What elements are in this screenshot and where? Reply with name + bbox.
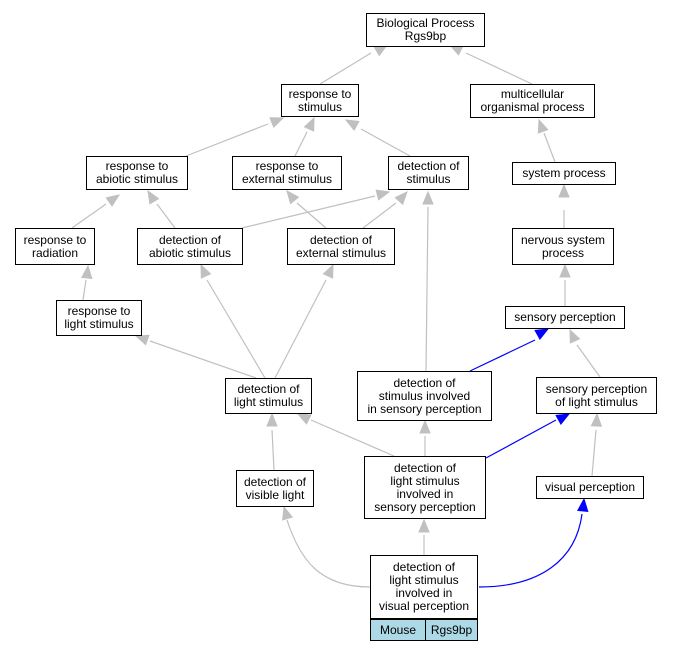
- edge-det-external-resp-external-arrowhead: [286, 189, 300, 205]
- edge-det-visual-visual-perception: [478, 497, 589, 588]
- edge-det-abiotic-resp-abiotic-arrowhead: [147, 189, 160, 205]
- edge-visual-sens-light-arrowhead: [590, 412, 603, 427]
- edge-detection-stimulus-response: [344, 119, 411, 157]
- node-sensory-perception-of-light-stimulus: sensory perception of light stimulus: [536, 377, 657, 414]
- node-detection-light-visual-perception: detection of light stimulus involved in …: [370, 555, 478, 619]
- edge-det-light-det-abiotic-arrowhead: [200, 263, 212, 279]
- edge-det-light-sensory-sens-light-arrowhead: [555, 413, 571, 426]
- edge-det-stim-sensory-sensory-arrowhead: [534, 328, 550, 341]
- edge-det-visual-visual-perception-arrowhead: [577, 497, 589, 513]
- edge-det-stim-sensory-det-stimulus: [422, 190, 434, 372]
- edge-det-visual-visible-light: [282, 505, 371, 588]
- edge-det-light-resp-light: [134, 334, 257, 379]
- node-sensory-perception: sensory perception: [505, 306, 625, 329]
- legend-species: Mouse: [370, 619, 426, 641]
- edge-det-light-det-abiotic: [200, 263, 266, 379]
- edge-det-abiotic-det-stimulus-arrowhead: [375, 189, 391, 201]
- edge-det-external-det-stimulus: [362, 191, 408, 229]
- edge-light-radiation-arrowhead: [81, 264, 93, 280]
- edge-det-visual-visible-light-arrowhead: [282, 505, 294, 521]
- node-detection-of-external-stimulus: detection of external stimulus: [287, 228, 395, 265]
- node-detection-of-stimulus-sensory-perception: detection of stimulus involved in sensor…: [357, 371, 492, 421]
- edge-det-light-sensory-det-light: [296, 413, 395, 457]
- edge-det-light-sensory-det-stim-arrowhead: [419, 419, 431, 434]
- node-response-to-light-stimulus: response to light stimulus: [56, 300, 142, 336]
- node-biological-process: Biological Process Rgs9bp: [366, 13, 485, 47]
- edge-sensory-nervous: [559, 263, 571, 306]
- edge-external-response: [294, 116, 315, 157]
- edge-nervous-system: [558, 183, 570, 228]
- edge-det-stim-sensory-sensory: [469, 328, 550, 372]
- edge-det-external-det-stimulus-arrowhead: [394, 191, 408, 206]
- edge-sens-light-sensory-arrowhead: [569, 328, 581, 344]
- node-detection-of-stimulus: detection of stimulus: [388, 156, 469, 190]
- node-response-to-stimulus: response to stimulus: [281, 84, 359, 117]
- node-detection-of-abiotic-stimulus: detection of abiotic stimulus: [137, 228, 243, 265]
- edge-sensory-nervous-arrowhead: [559, 263, 571, 278]
- node-detection-light-sensory-perception: detection of light stimulus involved in …: [364, 456, 486, 519]
- edge-det-visual-det-sensory: [418, 518, 430, 555]
- edge-det-light-det-external: [274, 263, 334, 379]
- edge-abiotic-response-arrowhead: [269, 117, 285, 128]
- edge-visible-light-det-light: [266, 412, 278, 471]
- node-response-to-abiotic-stimulus: response to abiotic stimulus: [86, 156, 188, 190]
- edge-light-radiation: [81, 264, 93, 301]
- edge-multicellular-bp: [448, 44, 533, 85]
- node-response-to-radiation: response to radiation: [15, 228, 95, 265]
- node-multicellular-organismal-process: multicellular organismal process: [470, 84, 595, 118]
- node-response-to-external-stimulus: response to external stimulus: [232, 156, 342, 190]
- edge-system-multicellular-arrowhead: [537, 118, 549, 134]
- edge-det-abiotic-det-stimulus: [241, 189, 391, 229]
- edge-visible-light-det-light-arrowhead: [266, 412, 278, 427]
- edge-response-to-stimulus-bp: [319, 44, 389, 85]
- node-nervous-system-process: nervous system process: [512, 228, 614, 265]
- edge-sens-light-sensory: [569, 328, 601, 378]
- edge-det-light-resp-light-arrowhead: [134, 334, 150, 346]
- edge-abiotic-response: [185, 117, 285, 157]
- edge-radiation-abiotic-arrowhead: [105, 194, 121, 207]
- edge-det-visual-det-sensory-arrowhead: [418, 518, 430, 533]
- edge-det-external-resp-external: [286, 189, 327, 229]
- edge-det-light-sensory-det-light-arrowhead: [296, 413, 312, 425]
- edge-det-light-sensory-det-stim: [419, 419, 431, 456]
- edge-system-multicellular: [537, 118, 556, 163]
- edge-nervous-system-arrowhead: [558, 183, 570, 198]
- edge-radiation-abiotic: [71, 194, 121, 229]
- edge-det-abiotic-resp-abiotic: [147, 189, 176, 229]
- node-system-process: system process: [512, 162, 616, 185]
- edge-det-stim-sensory-det-stimulus-arrowhead: [422, 190, 434, 205]
- legend-gene: Rgs9bp: [425, 619, 478, 641]
- node-detection-of-visible-light: detection of visible light: [236, 470, 314, 507]
- edge-det-light-det-external-arrowhead: [322, 263, 334, 279]
- edge-det-light-sensory-sens-light: [485, 413, 571, 459]
- edge-external-response-arrowhead: [303, 116, 315, 132]
- node-visual-perception: visual perception: [536, 476, 644, 499]
- edge-detection-stimulus-response-arrowhead: [344, 119, 360, 132]
- edge-visual-sens-light: [590, 412, 603, 477]
- node-detection-of-light-stimulus: detection of light stimulus: [225, 378, 312, 414]
